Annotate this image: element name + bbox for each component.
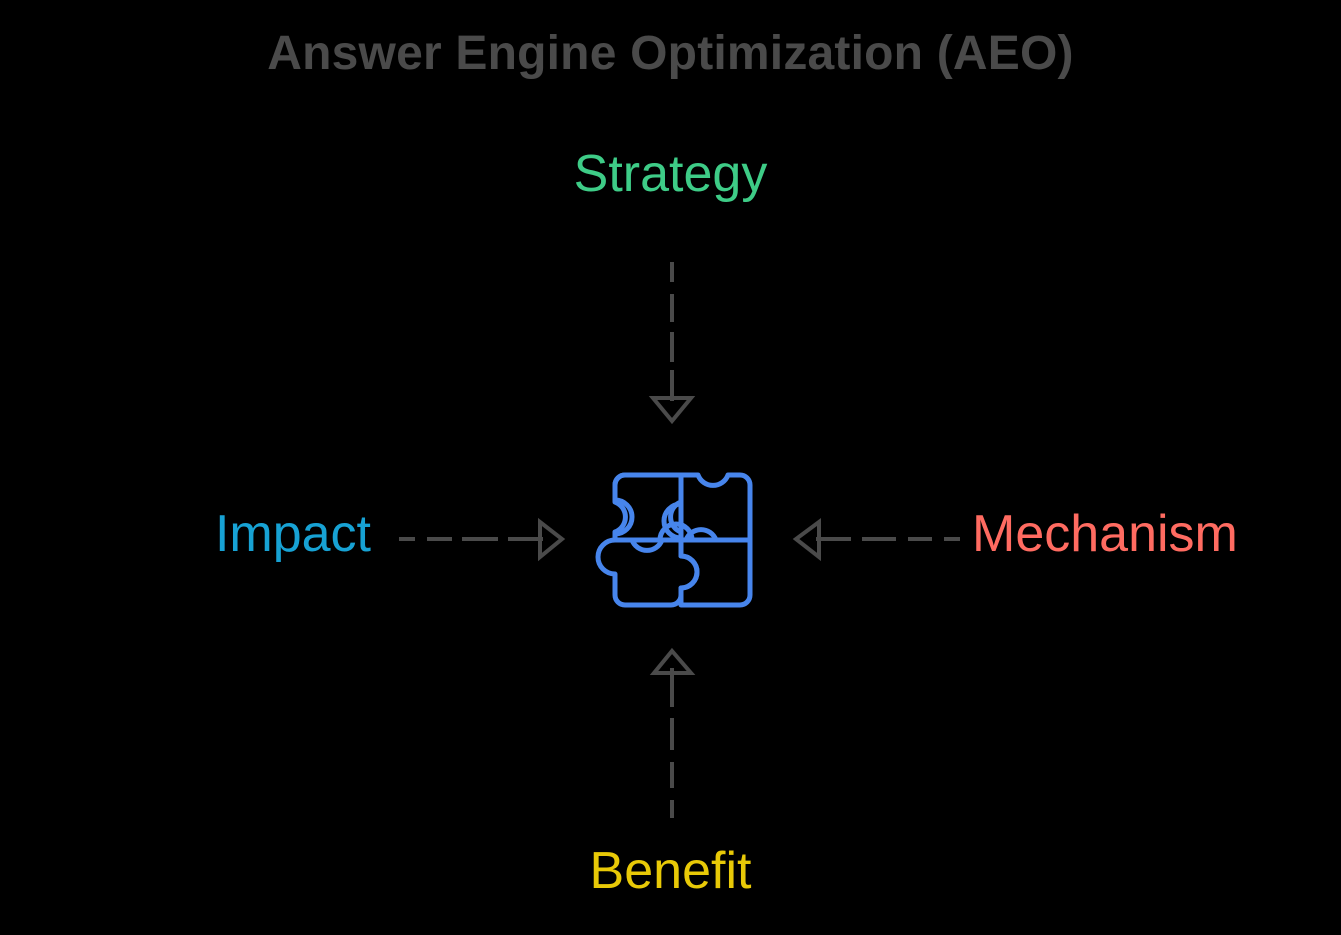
arrowhead-right-icon [538,517,566,562]
arrow-strategy-to-center [648,262,696,425]
puzzle-piece-bottom-right [678,537,753,608]
node-label-benefit: Benefit [589,842,752,900]
node-label-mechanism: Mechanism [972,505,1238,563]
arrowhead-left-icon [792,518,821,562]
puzzle-piece-top-left-outline [612,472,684,543]
arrow-benefit-to-center [649,647,696,818]
puzzle-piece-top-right [678,472,753,543]
node-label-impact: Impact [214,505,371,563]
arrowhead-up-icon [649,647,696,675]
page-title: Answer Engine Optimization (AEO) [267,27,1074,80]
arrow-impact-to-center [399,517,566,562]
arrow-mechanism-to-center [792,518,960,562]
arrowhead-down-icon [648,396,696,425]
puzzle-icon[interactable] [595,472,753,608]
node-label-strategy: Strategy [573,145,768,203]
